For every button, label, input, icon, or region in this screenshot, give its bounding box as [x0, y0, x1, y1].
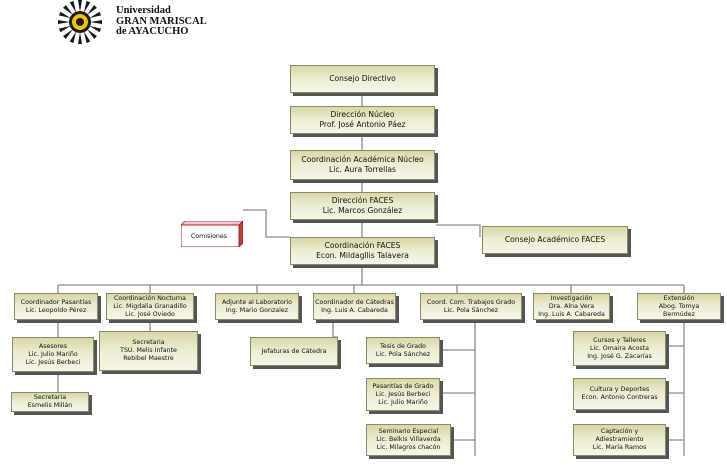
node-secretaria-pasantias[interactable]: Secretaria Esmelis Millán	[11, 392, 89, 412]
sun-emblem-icon	[58, 0, 102, 44]
node-person: Lic. Marcos González	[322, 206, 403, 215]
node-tesis-grado[interactable]: Tesis de Grado Lic. Pola Sánchez	[366, 337, 440, 364]
node-person: Lic. Leopoldo Pérez	[25, 306, 87, 314]
node-direccion-faces[interactable]: Dirección FACES Lic. Marcos González	[290, 192, 435, 220]
node-investigacion[interactable]: Investigación Dra. Alna Vera Ing. Luis A…	[533, 293, 610, 320]
node-title: Secretaria	[33, 394, 67, 401]
node-title: Investigación	[550, 294, 593, 302]
node-adjunte-laboratorio[interactable]: Adjunte al Laboratorio Ing. Mario Gonzal…	[215, 293, 299, 320]
node-title: Captación y	[600, 428, 639, 435]
node-person: Lic. Julio Mariño	[28, 350, 78, 358]
node-person-2: Lic. Jesús Berbeci	[25, 358, 81, 366]
node-title: Coordinador Pasantías	[20, 298, 92, 306]
node-secretaria-nocturna[interactable]: Secretaria TSU. Melis Infante Rebibel Ma…	[99, 331, 198, 371]
node-title: Adjunte al Laboratorio	[221, 298, 293, 306]
node-title: Coordinación Académica Núcleo	[301, 155, 424, 164]
university-line2: GRAN MARISCAL	[116, 15, 207, 27]
node-direccion-nucleo[interactable]: Dirección Núcleo Prof. José Antonio Páez	[290, 106, 435, 134]
node-cultura-deportes[interactable]: Cultura y Deportes Econ. Antonio Contrer…	[573, 378, 666, 410]
node-coord-trabajos-grado[interactable]: Coord. Com. Trabajos Grado Lic. Pola Sán…	[420, 293, 522, 320]
node-title: Coordinación Nocturna	[113, 294, 187, 302]
node-comisiones-cube	[181, 221, 243, 247]
node-person: Econ. Mildagllis Talavera	[316, 251, 409, 260]
node-person: Lic. Pola Sánchez	[443, 306, 499, 314]
node-cursos-talleres[interactable]: Cursos y Talleres Lic. Omaira Acosta Ing…	[573, 331, 666, 366]
university-logo	[52, 0, 202, 48]
node-seminario-especial[interactable]: Seminario Especial Lic. Belkis Villaverd…	[366, 424, 451, 456]
node-person: Lic. Jesús Berbeci	[375, 390, 431, 398]
node-title: Extensión	[663, 294, 695, 302]
node-person: Adiestramiento	[595, 436, 644, 443]
university-name: Universidad GRAN MARISCAL de AYACUCHO	[116, 5, 207, 38]
node-person: Ing. Luis A. Cabareda	[321, 306, 388, 314]
node-title: Coordinador de Cátedras	[315, 298, 394, 306]
node-coordinacion-nocturna[interactable]: Coordinación Nocturna Lic. Migdalia Gran…	[106, 293, 194, 320]
node-asesores[interactable]: Asesores Lic. Julio Mariño Lic. Jesús Be…	[12, 337, 94, 372]
node-person: Lic. Aura Torrellas	[329, 165, 396, 174]
university-line1: Universidad	[116, 5, 171, 16]
node-consejo-academico[interactable]: Consejo Académico FACES	[482, 226, 628, 254]
node-extension[interactable]: Extensión Abog. Tomya Bermúdez	[637, 293, 721, 320]
connector-catedras-jefaturas	[332, 320, 338, 338]
node-title: Tesis de Grado	[379, 342, 426, 350]
node-title: Cultura y Deportes	[589, 386, 650, 393]
node-pasantias-grado[interactable]: Pasantías de Grado Lic. Jesús Berbeci Li…	[366, 378, 440, 411]
node-title: Pasantías de Grado	[372, 382, 434, 390]
node-coordinacion-academica[interactable]: Coordinación Académica Núcleo Lic. Aura …	[290, 150, 435, 180]
node-person-2: Rebibel Maestre	[123, 355, 174, 362]
node-person-2: Lic. Julio Mariño	[378, 398, 428, 406]
node-captacion-adiestramiento[interactable]: Captación y Adiestramiento Lic. María Ra…	[573, 424, 666, 456]
node-person: Lic. Belkis Villaverda	[376, 436, 441, 443]
node-person-2: Lic. José Oviedo	[125, 310, 175, 318]
node-title: Coordinación FACES	[324, 241, 401, 250]
node-person-2: Ing. Luis A. Cabareda	[538, 310, 605, 318]
node-coordinador-pasantias[interactable]: Coordinador Pasantías Lic. Leopoldo Pére…	[14, 293, 98, 320]
node-consejo-directivo[interactable]: Consejo Directivo	[290, 65, 435, 93]
node-person-2: Lic. Milagros chacón	[376, 444, 441, 451]
node-label: Consejo Académico FACES	[504, 235, 606, 244]
node-person-2: Bermúdez	[663, 310, 695, 318]
node-person: Esmelis Millán	[27, 402, 73, 409]
node-jefaturas-catedra[interactable]: Jefaturas de Cátedra	[250, 337, 338, 366]
node-person: TSU. Melis Infante	[120, 347, 177, 354]
node-title: Cursos y Talleres	[593, 336, 646, 344]
node-person: Prof. José Antonio Páez	[319, 120, 406, 129]
node-person-2: Ing. José G. Zacarías	[587, 352, 652, 360]
node-coordinacion-faces[interactable]: Coordinación FACES Econ. Mildagllis Tala…	[290, 237, 435, 265]
connector-consejo-academico	[436, 224, 481, 237]
node-person: Ing. Mario Gonzalez	[225, 306, 289, 314]
node-title: Coord. Com. Trabajos Grado	[426, 298, 516, 306]
node-label: Jefaturas de Cátedra	[261, 347, 327, 355]
node-title: Asesores	[38, 342, 68, 350]
connector-comisiones	[243, 209, 290, 238]
node-person: Econ. Antonio Contreras	[581, 394, 658, 401]
node-person-2: Lic. María Ramos	[592, 444, 647, 451]
university-line3: de AYACUCHO	[116, 26, 189, 37]
node-person: Dra. Alna Vera	[548, 302, 595, 310]
node-title: Dirección FACES	[331, 196, 394, 205]
node-coordinador-catedras[interactable]: Coordinador de Cátedras Ing. Luis A. Cab…	[313, 293, 396, 320]
node-person: Abog. Tomya	[658, 302, 700, 310]
node-title: Secretaria	[132, 339, 165, 346]
node-title: Dirección Núcleo	[330, 110, 395, 119]
node-person: Lic. Pola Sánchez	[375, 350, 431, 358]
node-person: Lic. Omaira Acosta	[590, 344, 649, 352]
node-person: Lic. Migdalia Granadillo	[113, 302, 187, 310]
node-title: Seminario Especial	[378, 428, 439, 435]
node-comisiones[interactable]: Comisiones	[190, 233, 228, 240]
node-label: Consejo Directivo	[329, 74, 396, 83]
